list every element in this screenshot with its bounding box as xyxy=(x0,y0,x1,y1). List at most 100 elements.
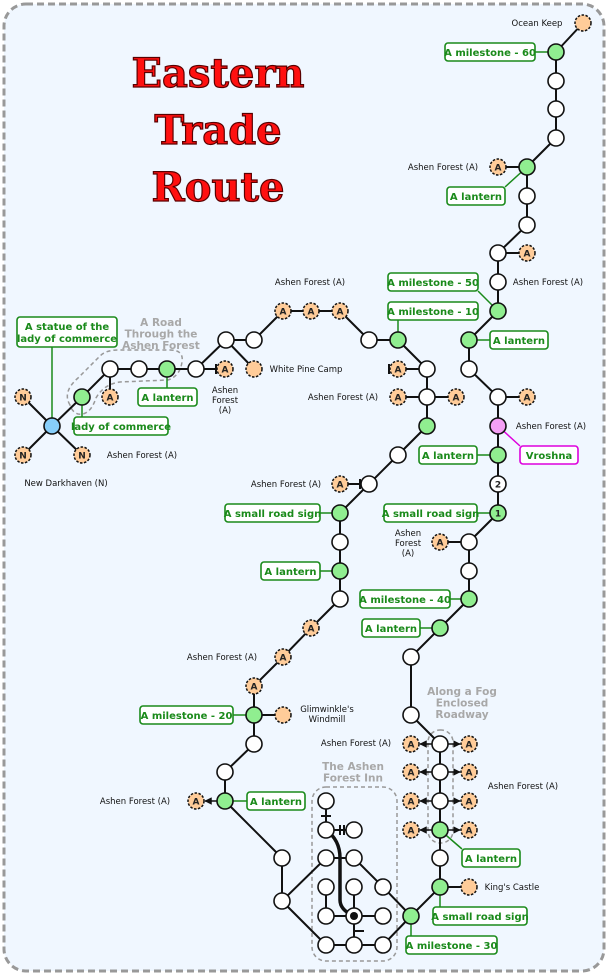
station-node[interactable] xyxy=(431,735,449,753)
station-node[interactable] xyxy=(216,763,234,781)
station-node[interactable] xyxy=(273,892,291,910)
station-node[interactable] xyxy=(274,706,292,724)
station-node[interactable]: A xyxy=(489,158,507,176)
station-node[interactable]: A xyxy=(101,388,119,406)
station-node[interactable] xyxy=(547,129,565,147)
station-node[interactable] xyxy=(431,763,449,781)
station-node[interactable] xyxy=(245,735,263,753)
station-node[interactable]: A xyxy=(302,302,320,320)
station-node[interactable] xyxy=(130,360,148,378)
station-node[interactable] xyxy=(460,562,478,580)
station-node[interactable] xyxy=(547,100,565,118)
station-node[interactable] xyxy=(158,360,176,378)
station-node[interactable] xyxy=(547,72,565,90)
station-node[interactable] xyxy=(317,878,335,896)
station-node[interactable] xyxy=(317,936,335,954)
station-node[interactable]: A xyxy=(331,302,349,320)
station-node[interactable] xyxy=(331,562,349,580)
station-node[interactable]: A xyxy=(187,792,205,810)
station-node[interactable]: A xyxy=(460,763,478,781)
station-node[interactable] xyxy=(431,878,449,896)
station-node[interactable] xyxy=(460,360,478,378)
station-node[interactable] xyxy=(317,821,335,839)
station-node[interactable] xyxy=(73,388,91,406)
station-node[interactable] xyxy=(518,216,536,234)
station-node[interactable] xyxy=(345,849,363,867)
station-node[interactable] xyxy=(331,590,349,608)
station-node[interactable] xyxy=(489,244,507,262)
station-node[interactable] xyxy=(489,446,507,464)
station-node[interactable] xyxy=(518,187,536,205)
station-node[interactable]: A xyxy=(216,360,234,378)
station-node[interactable]: N xyxy=(14,388,32,406)
station-node[interactable]: A xyxy=(389,360,407,378)
station-node[interactable] xyxy=(317,907,335,925)
station-node[interactable] xyxy=(460,878,478,896)
station-node[interactable] xyxy=(431,792,449,810)
station-node[interactable] xyxy=(331,533,349,551)
station-node[interactable] xyxy=(317,849,335,867)
station-node[interactable]: 1 xyxy=(489,504,507,522)
station-node[interactable] xyxy=(245,360,263,378)
station-node[interactable] xyxy=(216,792,234,810)
station-node[interactable] xyxy=(518,158,536,176)
station-node[interactable] xyxy=(460,533,478,551)
station-node[interactable]: N xyxy=(73,446,91,464)
station-node[interactable]: A xyxy=(274,302,292,320)
station-node[interactable] xyxy=(489,417,507,435)
station-node[interactable] xyxy=(331,504,349,522)
station-node[interactable] xyxy=(345,907,363,925)
station-node[interactable]: A xyxy=(402,763,420,781)
station-node[interactable] xyxy=(217,331,235,349)
station-node[interactable]: A xyxy=(460,821,478,839)
station-node[interactable] xyxy=(245,331,263,349)
station-node[interactable]: A xyxy=(402,735,420,753)
station-node[interactable] xyxy=(374,936,392,954)
station-node[interactable] xyxy=(574,14,592,32)
station-node[interactable] xyxy=(374,878,392,896)
station-node[interactable] xyxy=(187,360,205,378)
station-node[interactable] xyxy=(460,331,478,349)
station-node[interactable] xyxy=(389,446,407,464)
station-node[interactable]: A xyxy=(302,619,320,637)
station-node[interactable] xyxy=(402,706,420,724)
station-node[interactable]: 2 xyxy=(489,475,507,493)
station-node[interactable] xyxy=(345,821,363,839)
station-node[interactable] xyxy=(402,648,420,666)
station-node[interactable] xyxy=(489,273,507,291)
station-node[interactable]: A xyxy=(518,244,536,262)
station-node[interactable] xyxy=(460,590,478,608)
station-node[interactable] xyxy=(389,331,407,349)
station-node[interactable]: A xyxy=(245,677,263,695)
station-node[interactable] xyxy=(360,475,378,493)
station-node[interactable]: A xyxy=(460,792,478,810)
station-node[interactable]: A xyxy=(402,792,420,810)
station-node[interactable]: A xyxy=(274,648,292,666)
station-node[interactable]: A xyxy=(447,388,465,406)
station-node[interactable]: A xyxy=(331,475,349,493)
station-node[interactable] xyxy=(245,706,263,724)
station-node[interactable]: N xyxy=(14,446,32,464)
station-node[interactable] xyxy=(43,417,61,435)
station-node[interactable] xyxy=(431,619,449,637)
station-node[interactable] xyxy=(489,388,507,406)
station-node[interactable]: A xyxy=(431,533,449,551)
station-node[interactable]: A xyxy=(402,821,420,839)
station-node[interactable] xyxy=(431,849,449,867)
station-node[interactable] xyxy=(418,360,436,378)
station-node[interactable]: A xyxy=(389,388,407,406)
station-node[interactable] xyxy=(418,388,436,406)
station-node[interactable] xyxy=(402,907,420,925)
station-node[interactable] xyxy=(360,331,378,349)
station-node[interactable] xyxy=(101,360,119,378)
station-node[interactable] xyxy=(418,417,436,435)
station-node[interactable]: A xyxy=(460,735,478,753)
station-node[interactable] xyxy=(273,849,291,867)
station-node[interactable] xyxy=(374,907,392,925)
station-node[interactable] xyxy=(317,792,335,810)
station-node[interactable]: A xyxy=(518,388,536,406)
station-node[interactable] xyxy=(431,821,449,839)
station-node[interactable] xyxy=(547,43,565,61)
station-node[interactable] xyxy=(489,302,507,320)
station-node[interactable] xyxy=(345,936,363,954)
